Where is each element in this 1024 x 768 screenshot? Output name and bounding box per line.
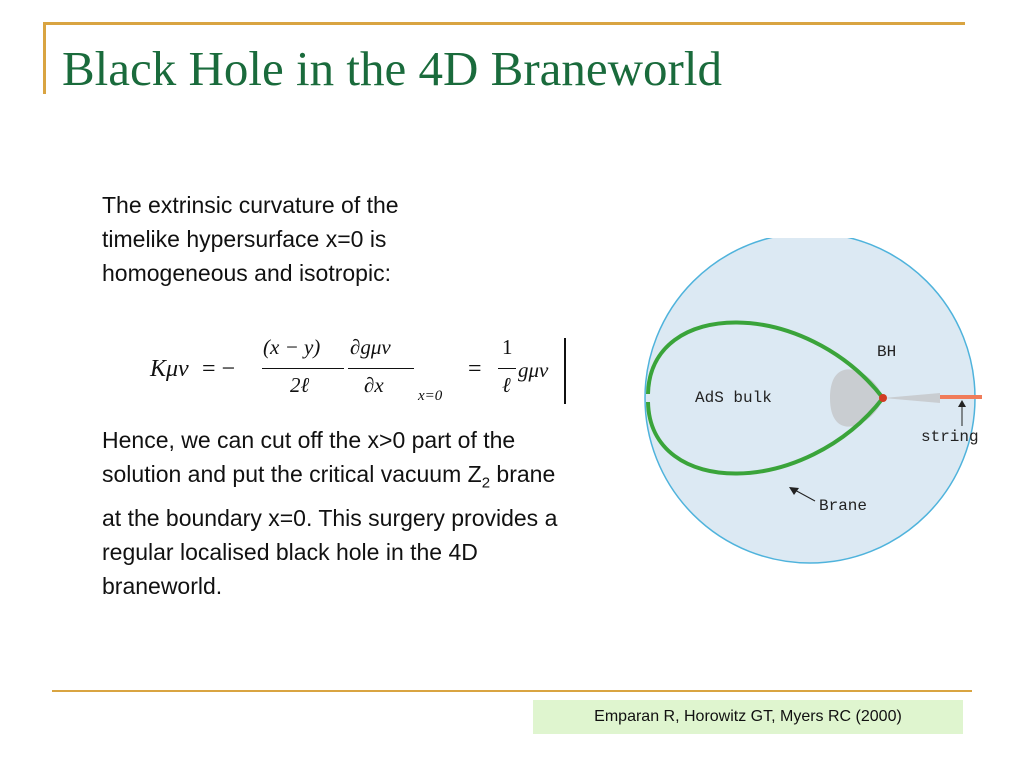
formula-den1: 2ℓ bbox=[290, 373, 310, 397]
brane-label: Brane bbox=[819, 497, 867, 515]
formula-num1: (x − y) bbox=[263, 335, 321, 359]
fraction-bar-3 bbox=[498, 368, 516, 369]
bh-label: BH bbox=[877, 343, 896, 361]
intro-paragraph: The extrinsic curvature of the timelike … bbox=[102, 192, 399, 286]
string-pointer-head bbox=[958, 400, 966, 407]
string-label: string bbox=[921, 428, 979, 446]
brane-pointer-head bbox=[789, 487, 799, 495]
top-frame-line bbox=[43, 22, 965, 25]
fraction-bar-2 bbox=[348, 368, 414, 369]
bh-center-dot bbox=[879, 394, 887, 402]
slide-title: Black Hole in the 4D Braneworld bbox=[62, 41, 722, 96]
citation-box: Emparan R, Horowitz GT, Myers RC (2000) bbox=[533, 700, 963, 734]
formula-num3: 1 bbox=[502, 335, 513, 359]
explanation-text-2: brane at the boundary x=0. This surgery … bbox=[102, 461, 558, 599]
formula-lhs: Kμν bbox=[150, 356, 189, 382]
formula-rhs: gμν bbox=[518, 358, 549, 382]
fraction-bar-1 bbox=[262, 368, 344, 369]
formula-equals-minus: = − bbox=[202, 356, 236, 382]
formula-num2: ∂gμν bbox=[350, 335, 391, 359]
formula-den3: ℓ bbox=[502, 373, 511, 397]
curvature-formula: Kμν = − (x − y) 2ℓ ∂gμν ∂x x=0 = 1 ℓ gμν bbox=[150, 330, 570, 410]
braneworld-diagram: BH AdS bulk string Brane bbox=[644, 238, 982, 564]
formula-equals: = bbox=[468, 356, 482, 382]
explanation-text-1: Hence, we can cut off the x>0 part of th… bbox=[102, 427, 516, 487]
explanation-paragraph: Hence, we can cut off the x>0 part of th… bbox=[102, 423, 572, 603]
formula-eval: x=0 bbox=[418, 388, 443, 404]
bottom-frame-line bbox=[52, 690, 972, 692]
formula-den2: ∂x bbox=[364, 373, 384, 397]
ads-bulk-label: AdS bulk bbox=[695, 389, 772, 407]
z2-subscript: 2 bbox=[481, 474, 491, 492]
left-frame-line bbox=[43, 22, 46, 94]
evaluation-bar bbox=[564, 338, 566, 404]
